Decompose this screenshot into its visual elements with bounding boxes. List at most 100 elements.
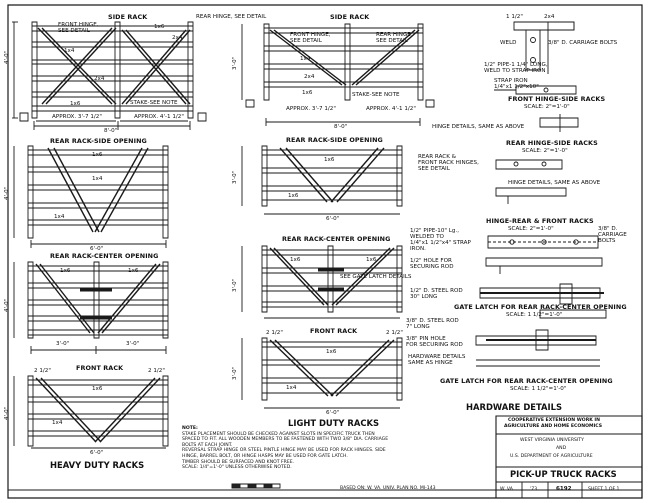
heavy-front-dim-b: 2 1/2" xyxy=(148,368,165,374)
light-rear-side-height: 3'-0" xyxy=(232,170,238,184)
latch2-rod-1: 3/8" D. STEEL ROD xyxy=(406,318,459,324)
title-block-year: '73 xyxy=(530,487,538,492)
title-block-state: W. VA. xyxy=(500,487,515,492)
front-hinge-dim-top: 1 1/2" xyxy=(506,14,523,20)
heavy-side-height: 4'-0" xyxy=(4,50,10,64)
heavy-rear-side-title: REAR RACK-SIDE OPENING xyxy=(50,137,147,145)
light-rear-side-1x6-b: 1x6 xyxy=(288,193,299,199)
heavy-lumber-1x6-b: 1x6 xyxy=(70,101,81,107)
front-hinge-pipe-1: 1/2" PIPE-1 1/4" LONG, xyxy=(484,62,548,68)
heavy-side-rack-drawing xyxy=(12,22,206,130)
heavy-front-width: 6'-0" xyxy=(90,450,104,456)
light-rear-side-callout-2: FRONT RACK HINGES, xyxy=(418,160,479,166)
latch2-title: GATE LATCH FOR REAR RACK-CENTER OPENING xyxy=(440,377,613,385)
gate-latch-1-detail xyxy=(480,284,606,318)
heavy-front-height: 4'-0" xyxy=(4,406,10,420)
heavy-front-1x6: 1x6 xyxy=(92,386,103,392)
light-approx-right: APPROX. 4'-1 1/2" xyxy=(366,106,416,112)
heavy-front-dim-a: 2 1/2" xyxy=(34,368,51,374)
rear-hinge-title: REAR HINGE-SIDE RACKS xyxy=(506,139,598,147)
based-on: BASED ON: W. VA. UNIV. PLAN NO. MI-143 xyxy=(340,486,436,491)
rear-hinge-same: HINGE DETAILS, SAME AS ABOVE xyxy=(508,180,601,186)
light-rear-center-callout: SEE GATE LATCH DETAILS xyxy=(340,274,412,280)
heavy-rear-center-right-width: 3'-0" xyxy=(126,341,140,347)
heavy-rear-center-1x6: 1x6 xyxy=(60,268,71,274)
light-front-1x4: 1x4 xyxy=(286,385,297,391)
scale-bar xyxy=(232,484,280,488)
heavy-rear-center-title: REAR RACK-CENTER OPENING xyxy=(50,252,159,260)
light-rear-center-1x6-b: 1x6 xyxy=(366,257,377,263)
light-rear-center-drawing xyxy=(242,246,402,318)
heavy-rear-side-1x4-b: 1x4 xyxy=(54,214,65,220)
heavy-approx-right: APPROX. 4'-1 1/2" xyxy=(134,114,184,120)
light-rear-side-1x6: 1x6 xyxy=(324,157,335,163)
hinge-rear-front-detail xyxy=(486,236,602,274)
light-side-width: 8'-0" xyxy=(334,124,348,130)
latch1-rod-2: 30" LONG xyxy=(410,294,438,300)
title-block-org1: WEST VIRGINIA UNIVERSITY xyxy=(520,438,584,443)
latch2-pin-2: FOR SECURING ROD xyxy=(406,342,463,348)
notes-scale: SCALE: 1/4"=1'-0" UNLESS OTHERWISE NOTED… xyxy=(182,465,292,471)
light-front-width: 6'-0" xyxy=(326,410,340,416)
heavy-lumber-1x6: 1x6 xyxy=(154,24,165,30)
light-side-2x4: 2x4 xyxy=(304,74,315,80)
latch1-hole-1: 1/2" HOLE FOR xyxy=(410,258,452,264)
heavy-front-title: FRONT RACK xyxy=(76,364,124,372)
heavy-front-1x4: 1x4 xyxy=(52,420,63,426)
light-front-1x6: 1x6 xyxy=(326,349,337,355)
light-rear-side-width: 6'-0" xyxy=(326,216,340,222)
front-hinge-scale: SCALE: 2"=1'-0" xyxy=(524,104,570,110)
heavy-lumber-2x4-b: 2x4 xyxy=(94,76,105,82)
light-stake-note: STAKE-SEE NOTE xyxy=(352,92,400,98)
heavy-rear-hinge-label: REAR HINGE, SEE DETAIL xyxy=(196,14,267,20)
latch2-pin-1: 3/8" PIN HOLE xyxy=(406,336,446,342)
light-rear-hinge-see: SEE DETAIL xyxy=(376,38,408,44)
heavy-rear-side-height: 4'-0" xyxy=(4,186,10,200)
latch1-pipe-1: 1/2" PIPE-10" Lg., xyxy=(410,228,459,234)
heavy-rear-side-width: 6'-0" xyxy=(90,246,104,252)
heavy-rear-side-1x4: 1x4 xyxy=(92,176,103,182)
latch2-same-1: HARDWARE DETAILS xyxy=(408,354,466,360)
gate-latch-2-detail xyxy=(476,330,600,366)
light-approx-left: APPROX. 3'-7 1/2" xyxy=(286,106,336,112)
hinge-rf-bolts-3: BOLTS xyxy=(598,238,616,244)
latch2-same-2: SAME AS HINGE xyxy=(408,360,453,366)
front-hinge-title: FRONT HINGE-SIDE RACKS xyxy=(508,95,606,103)
hardware-details-title: HARDWARE DETAILS xyxy=(466,402,563,412)
light-front-hinge-see: SEE DETAIL xyxy=(290,38,322,44)
hinge-rf-bolts-1: 3/8" D. xyxy=(598,226,618,232)
latch2-rod-2: 7" LONG xyxy=(406,324,430,330)
notes-block: NOTE: STAKE PLACEMENT SHOULD BE CHECKED … xyxy=(182,426,482,471)
light-front-dim-a: 2 1/2" xyxy=(266,330,283,336)
heavy-rear-center-drawing xyxy=(14,262,168,354)
heavy-side-width: 8'-0" xyxy=(104,128,118,134)
title-block-plan-no: 6192 xyxy=(556,486,572,492)
latch1-rod-1: 1/2" D. STEEL ROD xyxy=(410,288,463,294)
light-front-hinge: FRONT HINGE, xyxy=(290,32,331,38)
latch2-scale: SCALE: 1 1/2"=1'-0" xyxy=(510,386,567,392)
latch1-pipe-3: 1/4"x1 1/2"x4" STRAP xyxy=(410,240,471,246)
hinge-rf-scale: SCALE: 2"=1'-0" xyxy=(508,226,554,232)
title-block-frame xyxy=(496,416,642,498)
notes-line: SPACED TO FIT. ALL WOODEN MEMBERS TO BE … xyxy=(182,437,389,443)
title-block-coop: COOPERATIVE EXTENSION WORK IN xyxy=(508,418,600,423)
latch1-hole-2: SECURING ROD xyxy=(410,264,454,270)
title-block-org2: AND xyxy=(556,446,567,451)
latch1-pipe-2: WELDED TO xyxy=(410,234,444,240)
light-front-drawing xyxy=(242,338,402,408)
notes-line: HINGE, BARREL BOLT, OR HINGE HASPS MAY B… xyxy=(182,453,348,459)
light-front-height: 3'-0" xyxy=(232,366,238,380)
notes-line: BOLTS AT EACH JOINT. xyxy=(182,442,233,448)
heavy-rear-center-left-width: 3'-0" xyxy=(56,341,70,347)
heavy-lumber-2x4: 2x4 xyxy=(172,35,183,41)
latch1-title: GATE LATCH FOR REAR RACK-CENTER OPENING xyxy=(454,303,627,311)
title-block-agri: AGRICULTURE AND HOME ECONOMICS xyxy=(504,424,603,429)
front-hinge-bolts: 3/8" D. CARRIAGE BOLTS xyxy=(548,40,618,46)
light-front-dim-b: 2 1/2" xyxy=(386,330,403,336)
notes-line: TIMBER SHOULD BE SURFACED AND KNOT FREE. xyxy=(182,459,295,465)
heavy-rear-center-1x6-b: 1x6 xyxy=(128,268,139,274)
notes-line: REVERSAL STRAP HINGE OR STEEL PINTLE HIN… xyxy=(182,448,386,454)
light-rear-center-height: 3'-0" xyxy=(232,278,238,292)
light-rear-center-title: REAR RACK-CENTER OPENING xyxy=(282,235,391,243)
notes-heading: NOTE: xyxy=(182,426,198,431)
